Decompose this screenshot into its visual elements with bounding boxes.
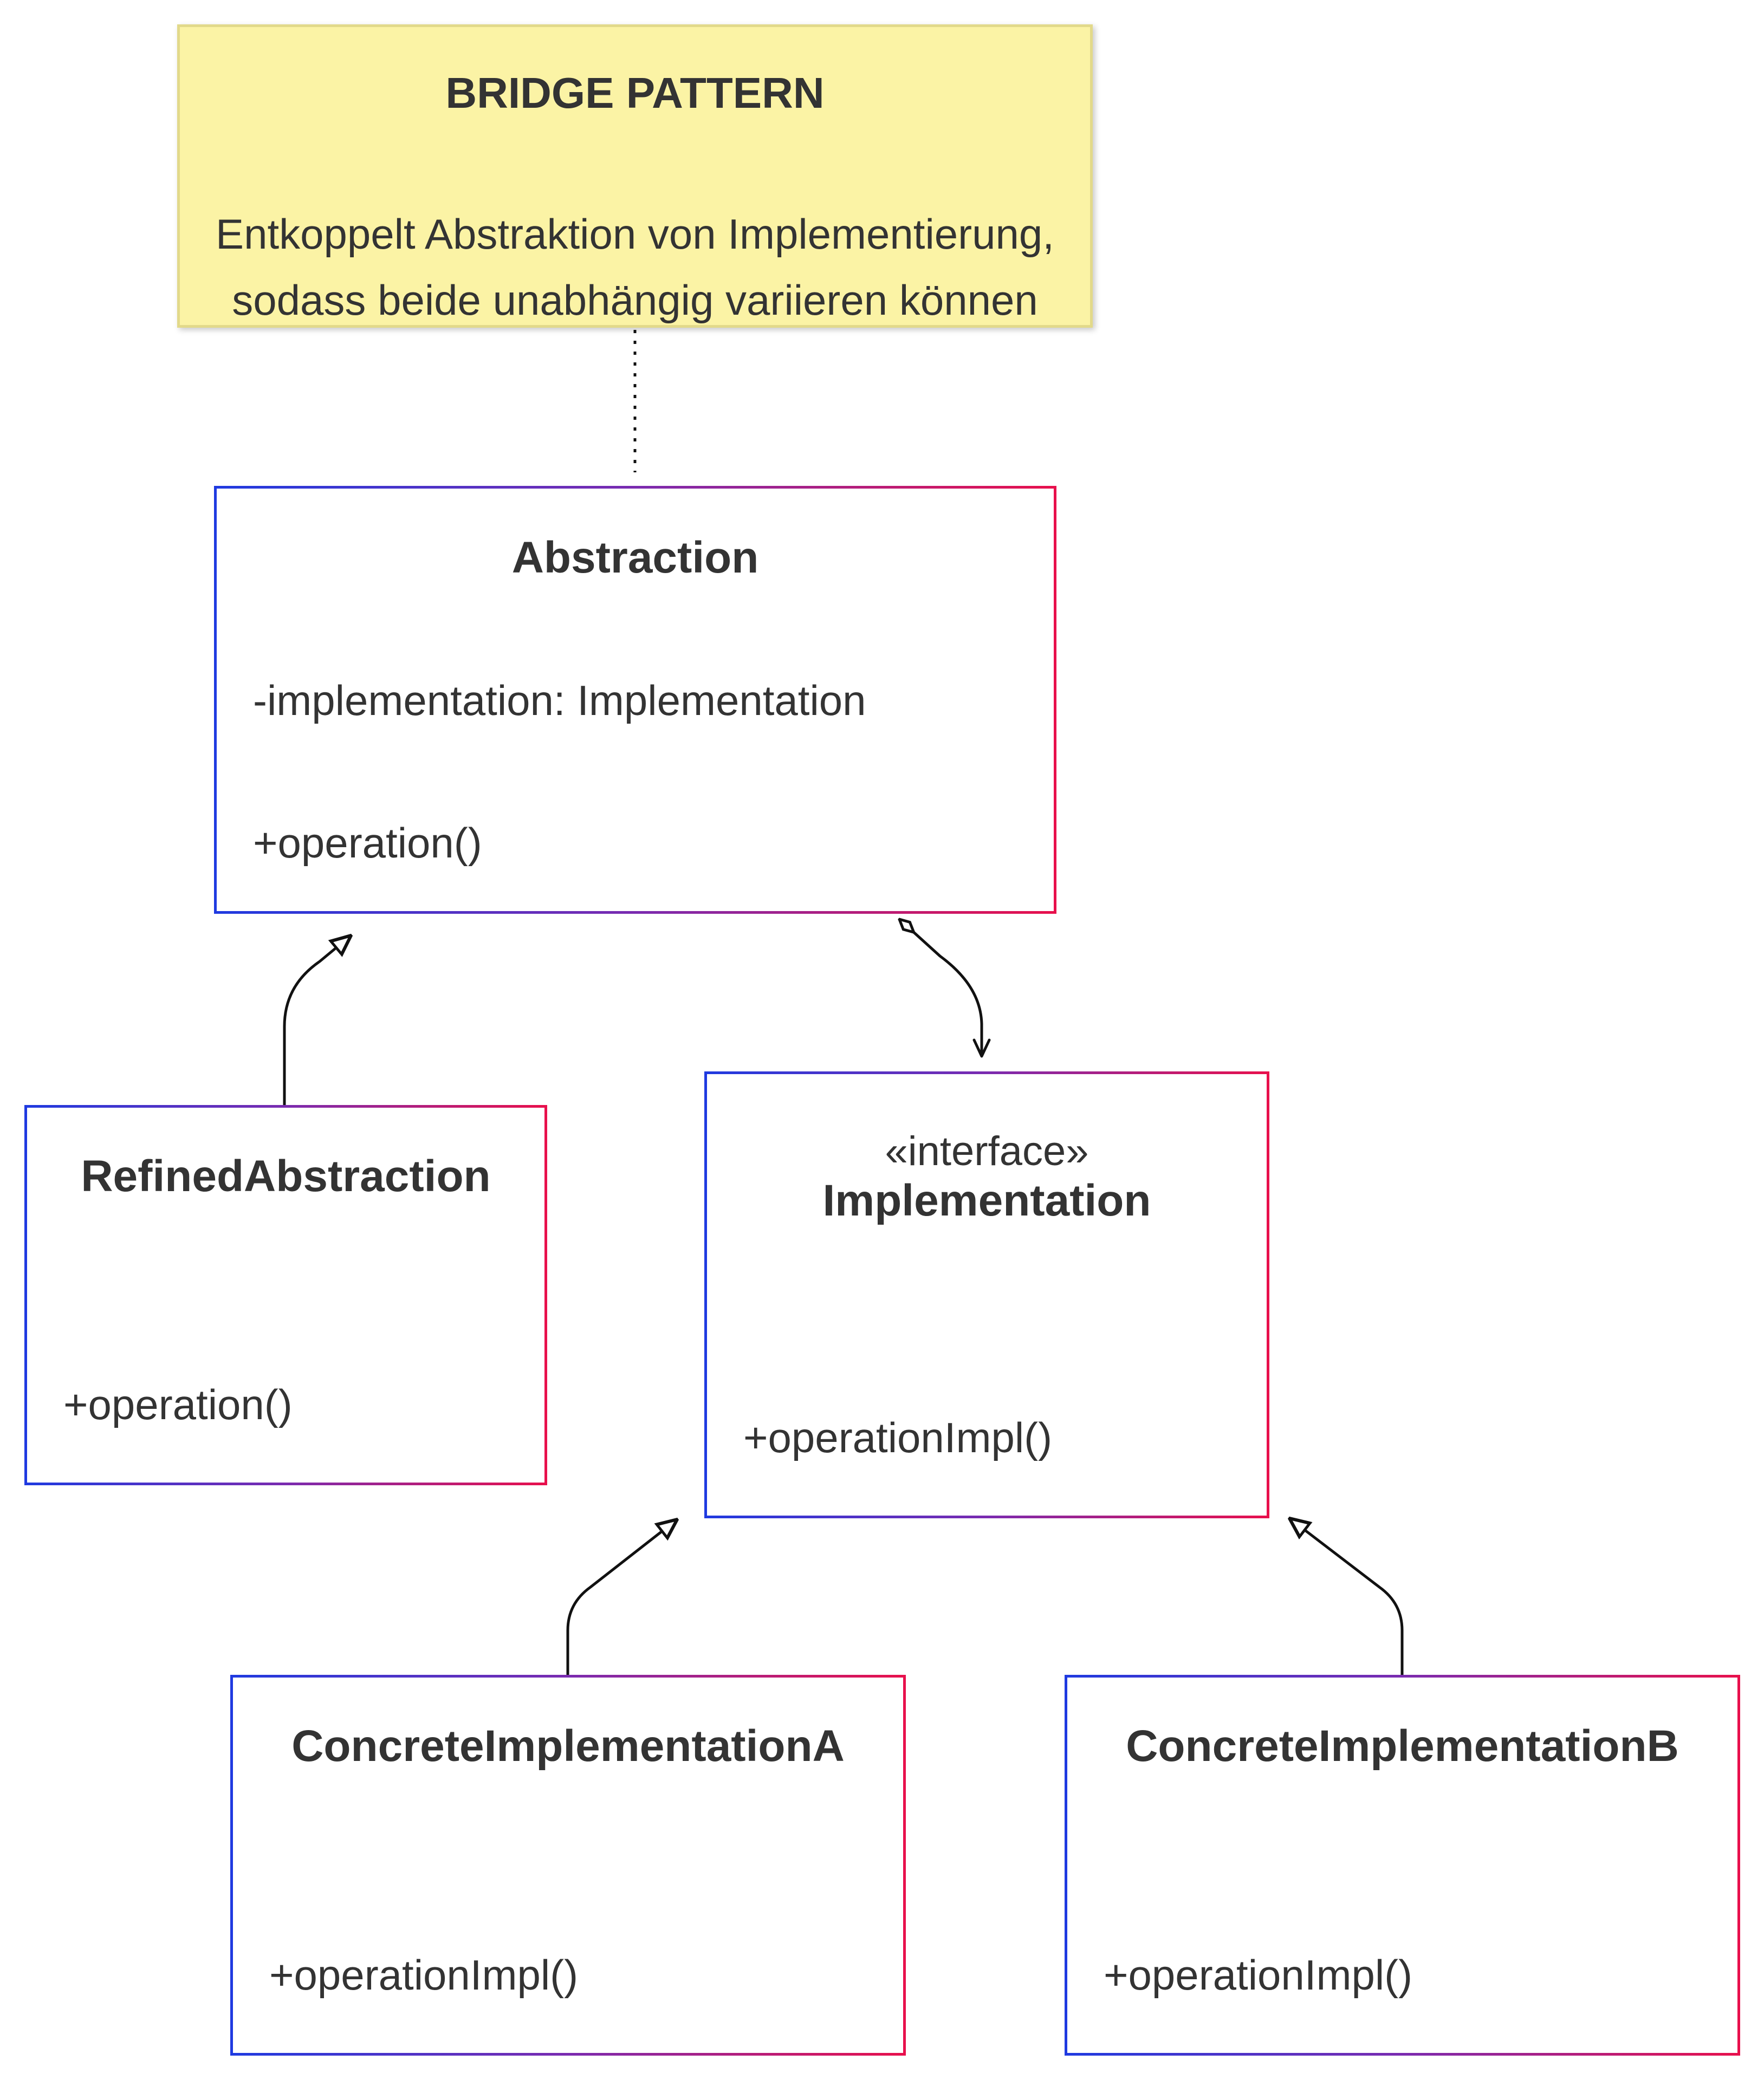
realization-edge-concrete-a [566, 1519, 677, 1675]
method-operation-impl: +operationImpl() [269, 1951, 579, 1999]
class-name-section: Abstraction [214, 486, 1056, 629]
class-name-section: ConcreteImplementationB [1065, 1675, 1740, 1817]
class-name: ConcreteImplementationA [291, 1721, 845, 1771]
note-line: sodass beide unabhängig variieren können [232, 276, 1038, 324]
class-concrete-implementation-b[interactable]: ConcreteImplementationB +operationImpl() [1065, 1675, 1740, 2056]
method-operation-impl: +operationImpl() [1104, 1951, 1413, 1999]
method-operation: +operation() [63, 1380, 293, 1428]
class-name: Abstraction [511, 532, 759, 582]
bridge-pattern-note: BRIDGE PATTERN Entkoppelt Abstraktion vo… [177, 24, 1093, 328]
attributes-section-empty [230, 1817, 906, 1894]
class-name: Implementation [822, 1176, 1151, 1226]
attributes-section-empty [704, 1281, 1269, 1357]
note-line: Entkoppelt Abstraktion von Implementieru… [216, 210, 1054, 258]
inheritance-edge-refined-to-abstraction [283, 935, 351, 1105]
attributes-section-empty [24, 1247, 547, 1323]
class-name: RefinedAbstraction [81, 1151, 491, 1201]
class-implementation-interface[interactable]: «interface» Implementation +operationImp… [704, 1071, 1269, 1518]
method-operation: +operation() [253, 818, 482, 867]
note-title: BRIDGE PATTERN [445, 69, 825, 117]
method-operation-impl: +operationImpl() [743, 1414, 1053, 1461]
class-concrete-implementation-a[interactable]: ConcreteImplementationA +operationImpl() [230, 1675, 906, 2056]
attributes-section-empty [1065, 1817, 1740, 1894]
class-name-section: ConcreteImplementationA [230, 1675, 906, 1817]
class-refined-abstraction[interactable]: RefinedAbstraction +operation() [24, 1105, 547, 1485]
realization-edge-concrete-b [1289, 1518, 1404, 1675]
class-name: ConcreteImplementationB [1126, 1721, 1679, 1771]
aggregation-edge-abstraction-to-implementation [899, 919, 982, 1056]
class-name-section: RefinedAbstraction [24, 1105, 547, 1247]
class-stereotype: «interface» [885, 1128, 1089, 1174]
attribute-implementation: -implementation: Implementation [253, 677, 866, 724]
class-abstraction[interactable]: Abstraction -implementation: Implementat… [214, 486, 1056, 914]
class-name-section: «interface» Implementation [704, 1071, 1269, 1281]
